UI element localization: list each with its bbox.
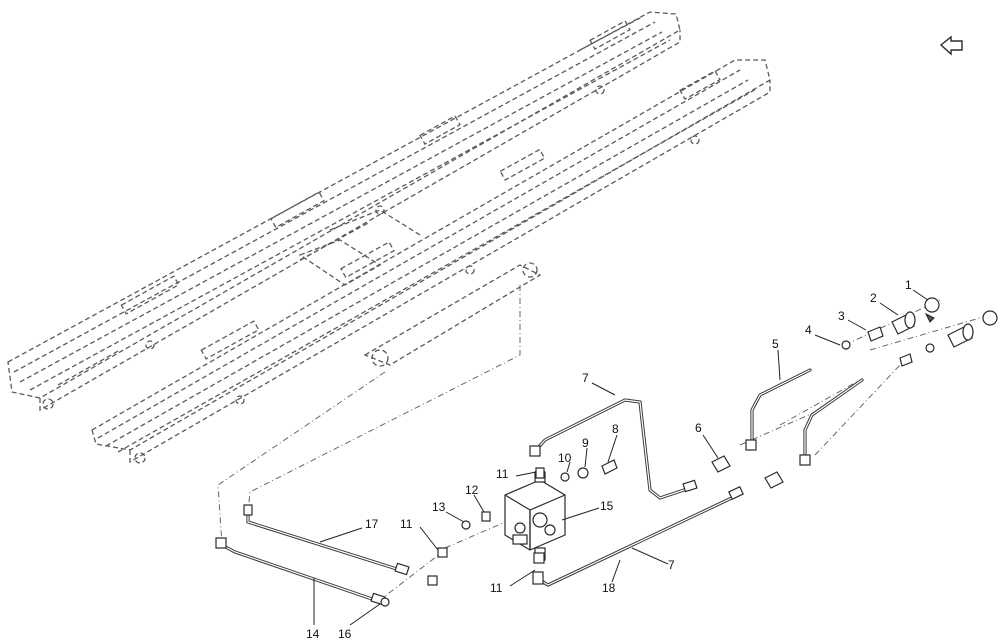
lower-rail-phantom — [91, 59, 771, 464]
callout-18: 18 — [602, 581, 616, 595]
callout-9: 9 — [582, 436, 589, 450]
callout-12: 12 — [465, 483, 479, 497]
control-valve-15 — [504, 471, 566, 561]
callout-3: 3 — [838, 309, 845, 323]
callout-11-bottom: 11 — [490, 581, 503, 595]
callouts: 1 2 3 4 5 6 7 7 8 9 10 11 11 11 12 13 14… — [306, 278, 912, 641]
callout-10: 10 — [558, 451, 572, 465]
callout-16: 16 — [338, 627, 352, 641]
routing-centerlines — [217, 285, 991, 601]
upper-rail-phantom — [7, 11, 681, 412]
callout-8: 8 — [612, 422, 619, 436]
callout-11-left: 11 — [400, 517, 413, 531]
hose-7-upper — [529, 398, 698, 500]
hose-17 — [243, 504, 410, 576]
callout-1: 1 — [905, 278, 912, 292]
callout-2: 2 — [870, 291, 877, 305]
leader-lines — [313, 289, 929, 626]
callout-7-lower: 7 — [668, 558, 675, 572]
callout-13: 13 — [432, 500, 446, 514]
callout-6: 6 — [695, 421, 702, 435]
hose-14 — [215, 537, 386, 606]
callout-11-top: 11 — [496, 467, 509, 481]
cross-member-phantom — [298, 209, 542, 367]
callout-14: 14 — [306, 627, 320, 641]
hose-18 — [532, 486, 744, 587]
forward-arrow-icon — [939, 35, 963, 56]
fittings — [380, 297, 998, 607]
callout-7-upper: 7 — [582, 371, 589, 385]
callout-15: 15 — [600, 499, 614, 513]
hose-5 — [745, 368, 864, 466]
callout-4: 4 — [805, 323, 812, 337]
callout-17: 17 — [365, 517, 379, 531]
callout-5: 5 — [772, 337, 779, 351]
